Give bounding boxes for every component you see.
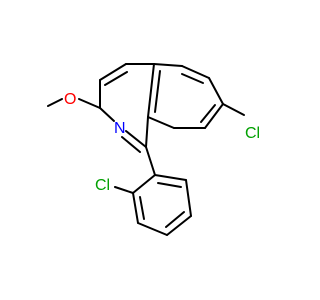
bond-c9a-c9 bbox=[147, 116, 175, 129]
bond-c5a-c6 bbox=[153, 63, 183, 67]
bond-c6-c7 bbox=[181, 65, 210, 79]
bond-c6-c7-inner bbox=[181, 73, 204, 84]
structure-canvas: O N Cl Cl bbox=[47, 63, 260, 236]
bond-c1-ar bbox=[145, 146, 156, 176]
atom-oxygen-label: O bbox=[64, 91, 76, 108]
bond-o-c3 bbox=[78, 98, 101, 109]
atom-chlorine-bottom-label: Cl bbox=[95, 177, 110, 194]
bond-ar1-ar6-inner bbox=[157, 182, 182, 188]
bond-ar2-cl bbox=[114, 186, 134, 194]
molecule-drawing: O N Cl Cl bbox=[47, 63, 260, 236]
bond-c4-c5 bbox=[99, 63, 127, 81]
bond-ar2-ar3 bbox=[132, 192, 139, 224]
bond-ar4-ar5 bbox=[166, 215, 192, 236]
bond-n-c1 bbox=[125, 130, 147, 148]
bond-ar5-ar6 bbox=[185, 179, 192, 217]
bond-ar1-ar2 bbox=[132, 174, 156, 194]
bond-ar2-ar3-inner bbox=[139, 196, 145, 220]
bond-methyl-o bbox=[47, 98, 63, 107]
atom-chlorine-right-label: Cl bbox=[245, 125, 260, 142]
bond-c4-c5-double bbox=[104, 71, 128, 86]
bond-c8-c9 bbox=[204, 103, 224, 129]
atom-nitrogen-label: N bbox=[114, 120, 126, 137]
bond-c5a-c9a-inner bbox=[154, 70, 161, 113]
bond-ar4-ar5-inner bbox=[165, 211, 185, 228]
bond-c8-c9-inner bbox=[200, 104, 216, 123]
bond-n-c1-double bbox=[121, 136, 141, 153]
bond-c8-cl bbox=[222, 103, 245, 116]
bond-c7-c8 bbox=[208, 77, 224, 105]
bond-ar3-ar4 bbox=[137, 222, 168, 236]
bond-c5a-c9a-double bbox=[147, 63, 155, 118]
bond-ar1-ar6 bbox=[154, 174, 187, 181]
bond-c3-n bbox=[99, 107, 115, 122]
bond-c1-c9a bbox=[145, 116, 149, 148]
